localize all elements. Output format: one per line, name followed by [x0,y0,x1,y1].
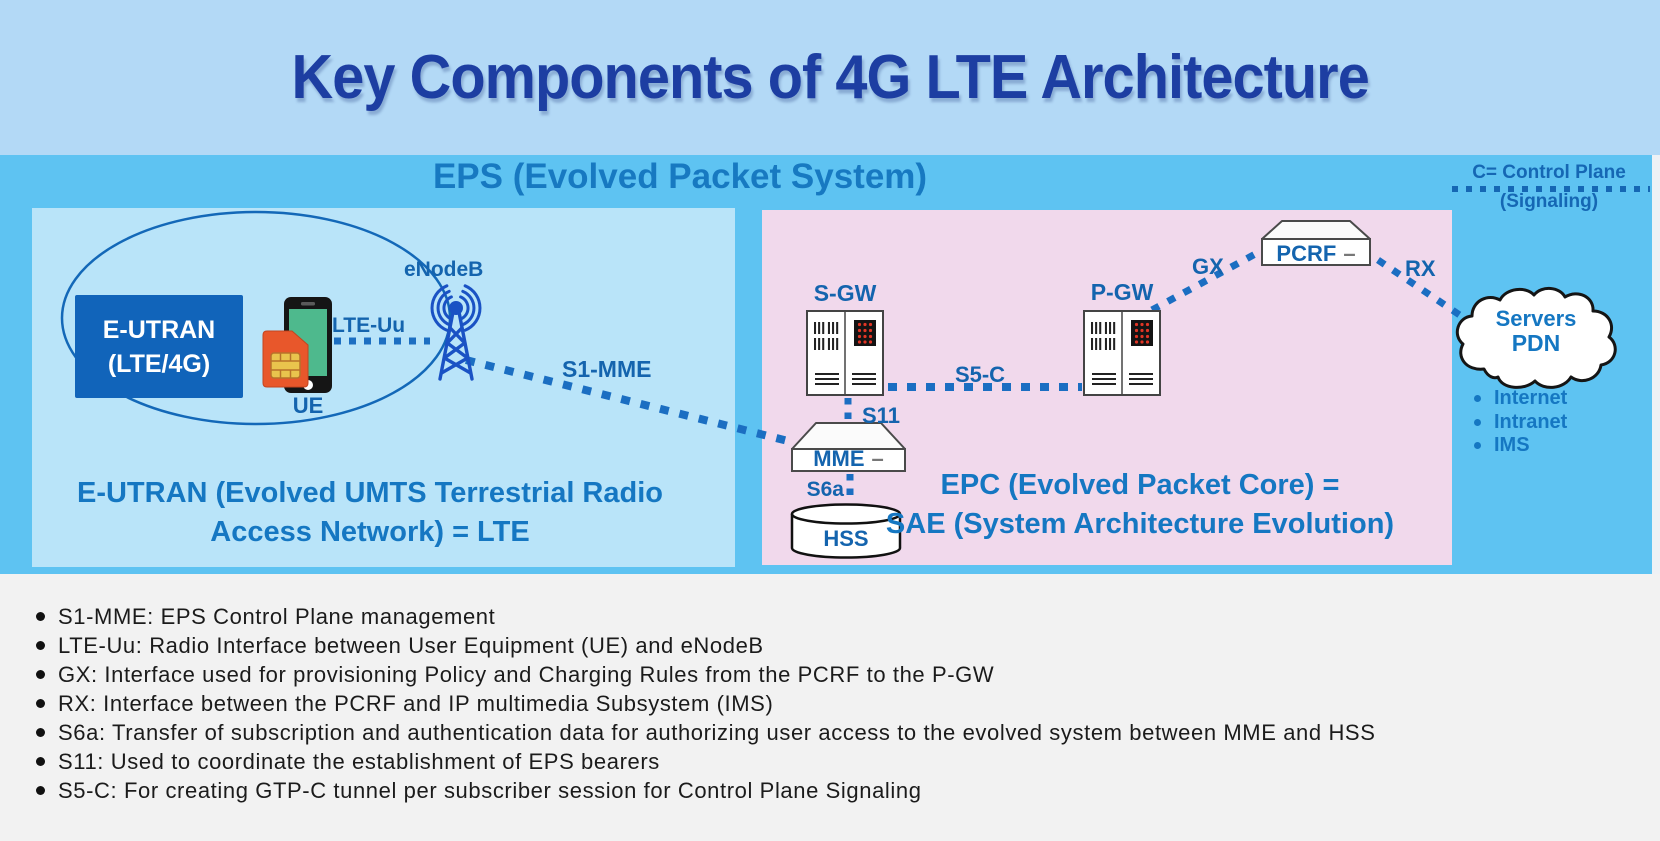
note-item: S5-C: For creating GTP-C tunnel per subs… [36,776,1660,805]
hss-database-icon [790,503,902,559]
eutran-node: E-UTRAN (LTE/4G) [75,295,243,398]
band-right-strip [1652,155,1660,574]
note-item: RX: Interface between the PCRF and IP mu… [36,689,1660,718]
label-enodeb: eNodeB [404,258,484,281]
label-ue: UE [292,393,324,418]
cloud-pdn-label: PDN [1511,330,1561,356]
label-gx: GX [1192,254,1224,279]
note-item: S6a: Transfer of subscription and authen… [36,718,1660,747]
label-pgw: P-GW [1090,279,1154,305]
header-banner: Key Components of 4G LTE Architecture [0,0,1660,155]
note-item: GX: Interface used for provisioning Poli… [36,660,1660,689]
pcrf-dash: – [1343,241,1356,266]
legend-control-plane: C= Control Plane [1472,162,1626,183]
note-item: S1-MME: EPS Control Plane management [36,602,1660,631]
label-sgw: S-GW [813,280,877,306]
sim-card-icon [262,330,309,388]
label-s1-mme: S1-MME [562,356,652,382]
pdn-item-ims: IMS [1472,434,1642,458]
sgw-server-icon [806,310,884,396]
eutran-node-line1: E-UTRAN [102,315,216,344]
pcrf-label: PCRF– [1276,241,1356,266]
label-s6a: S6a [806,478,844,501]
enodeb-tower-icon [430,284,482,381]
pcrf-node-icon [1261,220,1371,266]
pdn-item-internet: Internet [1472,387,1642,411]
eutran-caption: E-UTRAN (Evolved UMTS Terrestrial Radio … [76,477,663,548]
note-item: LTE-Uu: Radio Interface between User Equ… [36,631,1660,660]
pdn-cloud-text: Servers PDN [1461,306,1611,356]
hss-label: HSS [823,526,869,551]
mme-label: MME– [813,446,884,471]
eps-heading: EPS (Evolved Packet System) [432,157,928,196]
legend-signaling: (Signaling) [1499,191,1599,212]
pdn-item-intranet: Intranet [1472,411,1642,435]
cloud-servers-label: Servers [1495,306,1577,331]
page-title: Key Components of 4G LTE Architecture [291,43,1369,112]
notes-section: S1-MME: EPS Control Plane management LTE… [0,574,1660,841]
label-lte-uu: LTE-Uu [332,314,406,337]
mme-dash: – [871,446,884,471]
mme-node-icon [791,422,906,472]
label-rx: RX [1405,256,1436,281]
pdn-list: Internet Intranet IMS [1472,387,1642,458]
notes-list: S1-MME: EPS Control Plane management LTE… [36,602,1660,805]
note-item: S11: Used to coordinate the establishmen… [36,747,1660,776]
eutran-node-line2: (LTE/4G) [107,349,211,378]
epc-caption: EPC (Evolved Packet Core) = SAE (System … [885,469,1395,540]
pgw-server-icon [1083,310,1161,396]
label-s5-c: S5-C [954,362,1006,387]
label-s11: S11 [862,403,900,428]
